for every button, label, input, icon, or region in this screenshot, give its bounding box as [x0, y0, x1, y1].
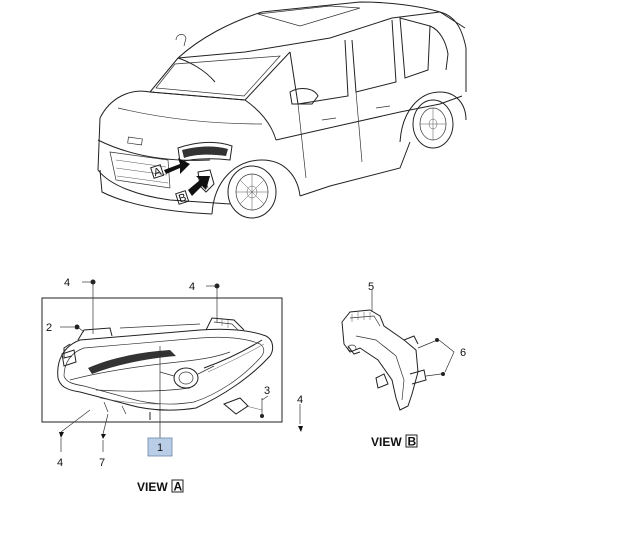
view-b-caption-box	[405, 434, 418, 448]
view-a-arrow: A	[150, 158, 190, 179]
view-a-detail	[41, 297, 283, 423]
view-b-arrow: B	[175, 176, 210, 206]
callout-4-top-left: 4	[64, 277, 70, 289]
view-a-caption: VIEW	[137, 480, 168, 494]
callout-4-top-mid: 4	[189, 281, 195, 293]
view-a-fasteners	[59, 279, 303, 452]
view-b-detail	[341, 309, 427, 411]
view-a-caption-box	[171, 479, 184, 493]
callout-4-bottom: 4	[57, 457, 63, 469]
callout-4-right: 4	[297, 394, 303, 406]
callout-7: 7	[99, 457, 105, 469]
part-1-highlight-box	[147, 437, 173, 457]
view-b-caption: VIEW	[371, 435, 402, 449]
callout-1: 1	[157, 442, 163, 454]
view-a-caption-letter: A	[174, 480, 183, 494]
callout-5: 5	[368, 281, 374, 293]
callout-2: 2	[46, 322, 52, 334]
callout-3: 3	[264, 385, 270, 397]
view-b-fasteners	[371, 290, 455, 377]
view-b-marker-label: B	[177, 192, 188, 206]
view-b-caption-letter: B	[408, 435, 417, 449]
callout-6: 6	[460, 347, 466, 359]
view-a-marker-label: A	[152, 165, 163, 179]
vehicle-illustration	[97, 1, 467, 219]
